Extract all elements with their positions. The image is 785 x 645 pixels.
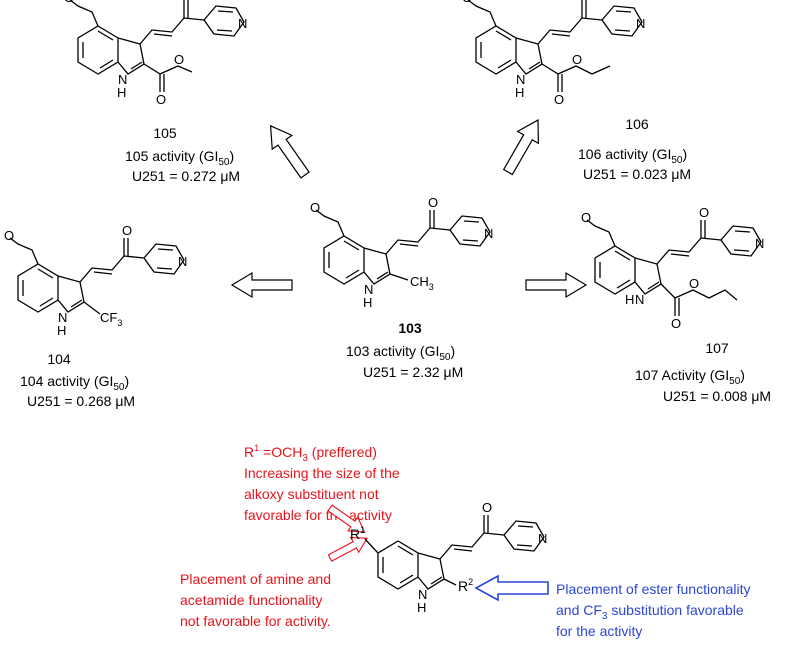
amine-note-line: acetamide functionality bbox=[180, 592, 322, 608]
compound-label: 105 bbox=[153, 125, 177, 141]
amine-note-line: Placement of amine and bbox=[180, 571, 331, 587]
amine-note-line: not favorable for activity. bbox=[180, 613, 331, 629]
r1-note: R1 =OCH3 (preffered) bbox=[244, 443, 377, 464]
atom-nh: N bbox=[635, 292, 644, 307]
structure-105: N H N O O O O bbox=[64, 0, 247, 107]
activity-label: 104 activity (GI50) bbox=[20, 373, 129, 393]
arrow-to-105 bbox=[260, 118, 316, 183]
arrow-r1-size bbox=[327, 504, 366, 533]
atom-o: O bbox=[156, 92, 166, 107]
arrow-to-104 bbox=[231, 272, 293, 298]
substituent-cf3: CF3 bbox=[100, 310, 122, 328]
substituent-ch3: CH3 bbox=[410, 274, 434, 292]
r1-note-line: Increasing the size of the bbox=[244, 465, 400, 481]
atom-o: O bbox=[482, 500, 492, 515]
arrow-to-106 bbox=[497, 113, 549, 179]
generic-core-structure: N H N O R1 R2 bbox=[350, 500, 547, 615]
atom-h: H bbox=[57, 323, 66, 338]
atom-o: O bbox=[310, 200, 320, 215]
atom-o: O bbox=[581, 210, 591, 225]
structure-104: N H N O O CF3 bbox=[4, 223, 187, 338]
activity-value: U251 = 0.272 μM bbox=[132, 168, 240, 184]
activity-value: U251 = 2.32 μM bbox=[363, 364, 463, 380]
structure-103: N H N O O CH3 bbox=[310, 195, 493, 310]
atom-n: N bbox=[238, 16, 247, 31]
atom-nh: N bbox=[418, 587, 427, 602]
activity-label: 106 activity (GI50) bbox=[578, 146, 687, 166]
atom-h: H bbox=[117, 85, 126, 100]
atom-h: H bbox=[363, 295, 372, 310]
structure-106: N H N O O O O bbox=[462, 0, 645, 107]
arrow-to-107 bbox=[525, 272, 587, 298]
atom-h: H bbox=[515, 85, 524, 100]
atom-h: H bbox=[625, 292, 634, 307]
atom-o: O bbox=[462, 0, 472, 5]
activity-value: U251 = 0.023 μM bbox=[583, 166, 691, 182]
atom-o: O bbox=[572, 52, 582, 67]
compound-label: 107 bbox=[705, 340, 729, 356]
ester-note-line: and CF3 substitution favorable bbox=[556, 602, 744, 622]
atom-nh: N bbox=[516, 72, 525, 87]
atom-n: N bbox=[636, 16, 645, 31]
atom-h: H bbox=[417, 600, 426, 615]
atom-n: N bbox=[538, 531, 547, 546]
ester-note-line: Placement of ester functionality bbox=[556, 581, 751, 597]
atom-n: N bbox=[484, 226, 493, 241]
activity-value: U251 = 0.008 μM bbox=[663, 388, 771, 404]
activity-label: 107 Activity (GI50) bbox=[635, 367, 745, 387]
atom-o: O bbox=[671, 316, 681, 331]
activity-label: 103 activity (GI50) bbox=[346, 343, 455, 363]
atom-nh: N bbox=[58, 310, 67, 325]
atom-o: O bbox=[699, 205, 709, 220]
activity-label: 105 activity (GI50) bbox=[125, 148, 234, 168]
atom-o: O bbox=[554, 92, 564, 107]
atom-nh: N bbox=[118, 72, 127, 87]
compound-label: 106 bbox=[625, 116, 649, 132]
atom-o: O bbox=[122, 223, 132, 238]
r1-note-line: favorable for the activity bbox=[244, 507, 392, 523]
atom-o: O bbox=[428, 195, 438, 210]
ester-note-line: for the activity bbox=[556, 623, 642, 639]
arrow-r1-amine bbox=[327, 536, 369, 562]
atom-n: N bbox=[755, 236, 764, 251]
r1-group: R1 bbox=[350, 525, 365, 542]
compound-label: 103 bbox=[398, 320, 422, 336]
atom-o: O bbox=[64, 0, 74, 5]
atom-o: O bbox=[4, 228, 14, 243]
activity-value: U251 = 0.268 μM bbox=[27, 393, 135, 409]
arrow-r2 bbox=[474, 574, 549, 602]
atom-o: O bbox=[174, 52, 184, 67]
r1-note-line: alkoxy substituent not bbox=[244, 486, 379, 502]
atom-n: N bbox=[178, 254, 187, 269]
atom-nh: N bbox=[364, 282, 373, 297]
structure-107: N H N O O O O bbox=[581, 205, 764, 331]
r2-group: R2 bbox=[458, 577, 473, 594]
atom-o: O bbox=[689, 276, 699, 291]
compound-label: 104 bbox=[47, 351, 71, 367]
